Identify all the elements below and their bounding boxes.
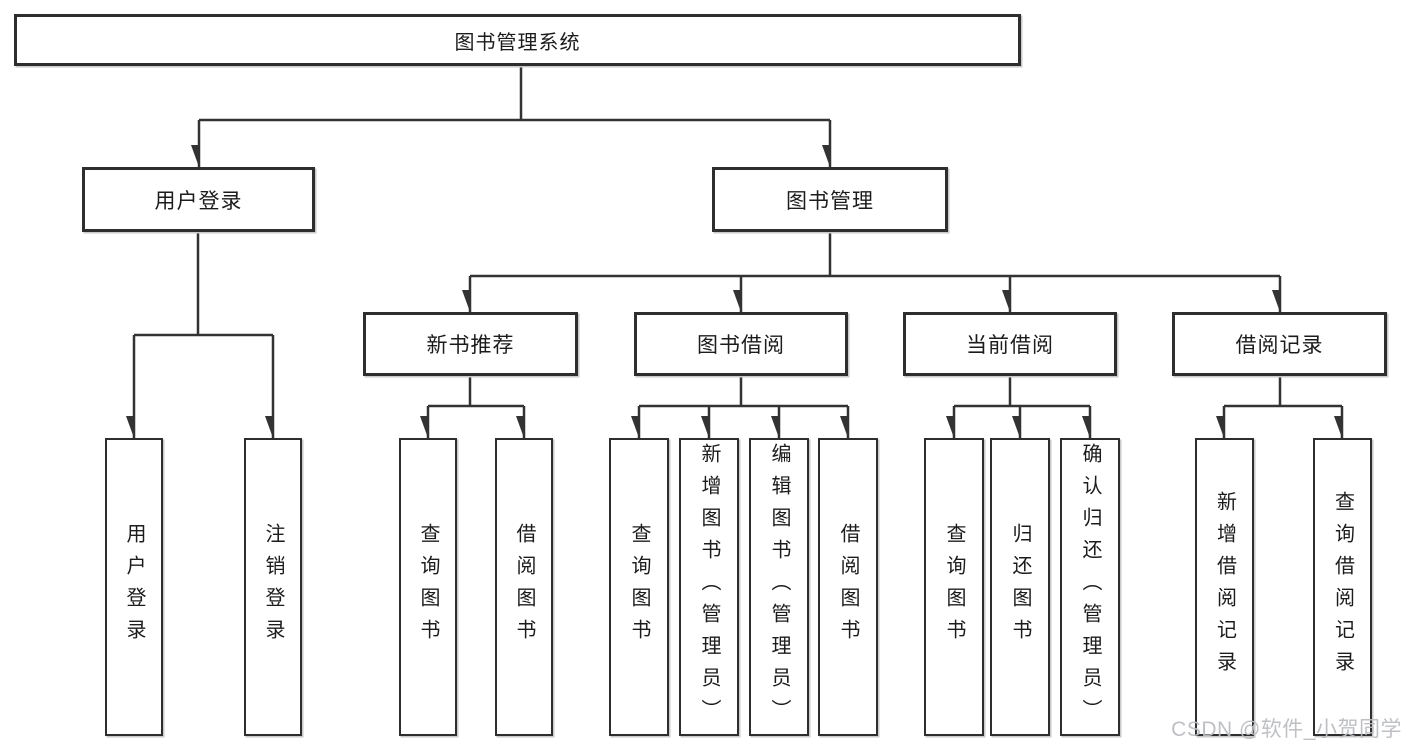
leaf-borrow-query-books-label: 查询图书 — [628, 523, 650, 651]
node-borrowing-records: 借阅记录 — [1172, 312, 1387, 376]
leaf-user-login: 用户登录 — [105, 438, 163, 736]
leaf-add-borrow-record-label: 新增借阅记录 — [1213, 491, 1236, 683]
leaf-current-query-books: 查询图书 — [924, 438, 984, 736]
node-library-system: 图书管理系统 — [14, 14, 1021, 66]
leaf-recommend-borrow-books: 借阅图书 — [495, 438, 553, 736]
edge-root-trunk — [199, 66, 830, 122]
node-current-borrowing: 当前借阅 — [903, 312, 1117, 376]
leaf-add-books-admin: 新增图书（管理员） — [679, 438, 739, 736]
edge-newbook-trunk — [428, 376, 524, 408]
leaf-edit-books-admin: 编辑图书（管理员） — [749, 438, 809, 736]
leaf-user-login-label: 用户登录 — [123, 523, 145, 651]
node-user-login: 用户登录 — [82, 167, 315, 232]
edge-bookmgmt-trunk — [470, 232, 1280, 278]
watermark: CSDN @软件_小贺同学 — [1171, 718, 1402, 741]
leaf-confirm-return-admin-label: 确认归还（管理员） — [1079, 443, 1101, 731]
leaf-logout: 注销登录 — [244, 438, 302, 736]
leaf-borrow-query-books: 查询图书 — [609, 438, 669, 736]
leaf-recommend-query-books: 查询图书 — [399, 438, 457, 736]
leaf-query-borrow-record-label: 查询借阅记录 — [1331, 491, 1354, 683]
leaf-logout-label: 注销登录 — [262, 523, 284, 651]
leaf-return-books-label: 归还图书 — [1009, 523, 1031, 651]
edge-current-trunk — [954, 376, 1090, 408]
leaf-borrow-books: 借阅图书 — [818, 438, 878, 736]
node-book-borrowing: 图书借阅 — [634, 312, 848, 376]
leaf-add-books-admin-label: 新增图书（管理员） — [698, 443, 720, 731]
leaf-query-borrow-record: 查询借阅记录 — [1313, 438, 1372, 736]
leaf-add-borrow-record: 新增借阅记录 — [1195, 438, 1254, 736]
node-new-book-recommend: 新书推荐 — [363, 312, 578, 376]
edge-borrow-trunk — [639, 376, 848, 408]
leaf-confirm-return-admin: 确认归还（管理员） — [1060, 438, 1120, 736]
leaf-recommend-borrow-books-label: 借阅图书 — [513, 523, 535, 651]
leaf-return-books: 归还图书 — [990, 438, 1050, 736]
leaf-current-query-books-label: 查询图书 — [943, 523, 965, 651]
leaf-recommend-query-books-label: 查询图书 — [417, 523, 439, 651]
edge-records-trunk — [1224, 376, 1342, 408]
edge-userlogin-trunk — [134, 232, 273, 337]
node-book-management: 图书管理 — [712, 167, 948, 232]
leaf-edit-books-admin-label: 编辑图书（管理员） — [768, 443, 790, 731]
leaf-borrow-books-label: 借阅图书 — [837, 523, 859, 651]
